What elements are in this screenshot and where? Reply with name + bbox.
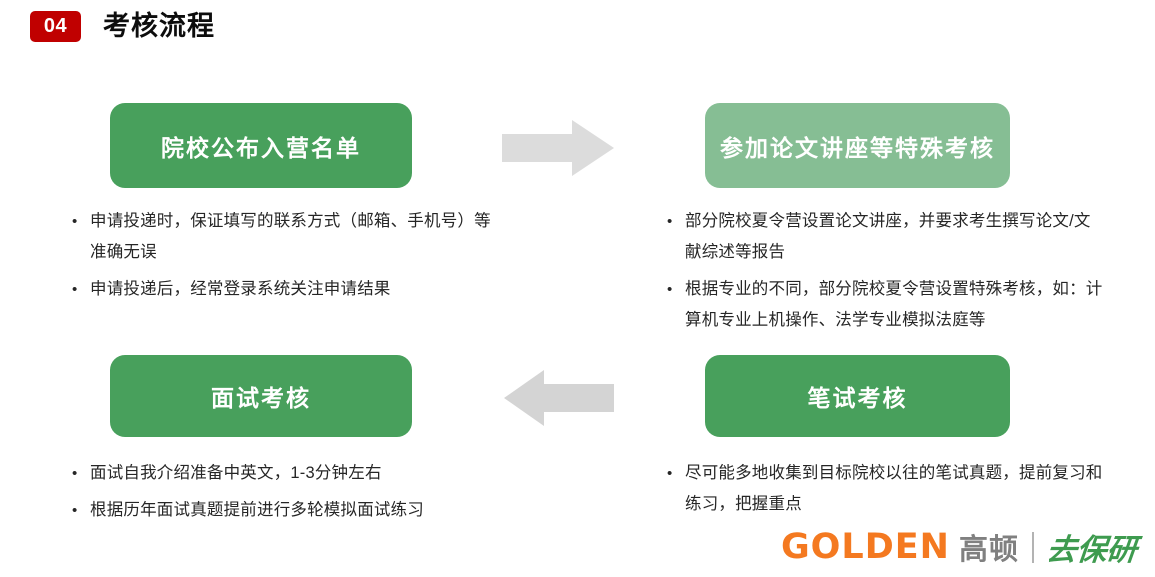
bullet-marker-icon: •: [72, 502, 78, 519]
stage-4-bullet-list: • 尽可能多地收集到目标院校以往的笔试真题，提前复习和练习，把握重点: [657, 458, 1107, 520]
bullet-text: 申请投递时，保证填写的联系方式（邮箱、手机号）等准确无误: [90, 212, 491, 261]
list-item: • 申请投递后，经常登录系统关注申请结果: [62, 274, 502, 305]
flow-stage-3: 面试考核 • 面试自我介绍准备中英文，1-3分钟左右 • 根据历年面试真题提前进…: [62, 355, 502, 532]
section-number-badge: 04: [30, 10, 81, 42]
stage-1-bullet-list: • 申请投递时，保证填写的联系方式（邮箱、手机号）等准确无误 • 申请投递后，经…: [62, 206, 502, 305]
list-item: • 面试自我介绍准备中英文，1-3分钟左右: [62, 458, 502, 489]
stage-2-label-box[interactable]: 参加论文讲座等特殊考核: [705, 103, 1010, 188]
logo-divider: [1032, 531, 1034, 563]
bullet-marker-icon: •: [667, 281, 673, 298]
logo-golden-text: GOLDEN: [780, 527, 950, 567]
arrow-left-icon: [504, 370, 614, 431]
bullet-text: 部分院校夏令营设置论文讲座，并要求考生撰写论文/文献综述等报告: [685, 212, 1091, 261]
flow-stage-4: 笔试考核 • 尽可能多地收集到目标院校以往的笔试真题，提前复习和练习，把握重点: [657, 355, 1107, 526]
stage-3-label-box[interactable]: 面试考核: [110, 355, 412, 437]
list-item: • 尽可能多地收集到目标院校以往的笔试真题，提前复习和练习，把握重点: [657, 458, 1107, 520]
page-header: 04 考核流程: [0, 0, 1155, 52]
bullet-text: 根据专业的不同，部分院校夏令营设置特殊考核，如：计算机专业上机操作、法学专业模拟…: [685, 280, 1103, 329]
stage-3-bullet-list: • 面试自我介绍准备中英文，1-3分钟左右 • 根据历年面试真题提前进行多轮模拟…: [62, 458, 502, 526]
page-title: 考核流程: [103, 10, 215, 41]
bullet-marker-icon: •: [72, 465, 78, 482]
brand-logo: GOLDEN 高顿 去保研: [780, 525, 1139, 569]
stage-1-label-box[interactable]: 院校公布入营名单: [110, 103, 412, 188]
bullet-marker-icon: •: [667, 213, 673, 230]
list-item: • 申请投递时，保证填写的联系方式（邮箱、手机号）等准确无误: [62, 206, 502, 268]
bullet-text: 面试自我介绍准备中英文，1-3分钟左右: [90, 464, 382, 482]
bullet-text: 根据历年面试真题提前进行多轮模拟面试练习: [90, 501, 424, 519]
logo-gaodun-text: 高顿: [958, 534, 1019, 566]
arrow-right-icon: [502, 120, 614, 181]
bullet-marker-icon: •: [667, 465, 673, 482]
bullet-marker-icon: •: [72, 213, 78, 230]
list-item: • 根据专业的不同，部分院校夏令营设置特殊考核，如：计算机专业上机操作、法学专业…: [657, 274, 1107, 336]
bullet-text: 申请投递后，经常登录系统关注申请结果: [90, 280, 391, 298]
stage-2-bullet-list: • 部分院校夏令营设置论文讲座，并要求考生撰写论文/文献综述等报告 • 根据专业…: [657, 206, 1107, 336]
stage-4-label-box[interactable]: 笔试考核: [705, 355, 1010, 437]
flow-stage-1: 院校公布入营名单 • 申请投递时，保证填写的联系方式（邮箱、手机号）等准确无误 …: [62, 103, 502, 311]
list-item: • 部分院校夏令营设置论文讲座，并要求考生撰写论文/文献综述等报告: [657, 206, 1107, 268]
flow-stage-2: 参加论文讲座等特殊考核 • 部分院校夏令营设置论文讲座，并要求考生撰写论文/文献…: [657, 103, 1107, 342]
list-item: • 根据历年面试真题提前进行多轮模拟面试练习: [62, 495, 502, 526]
bullet-text: 尽可能多地收集到目标院校以往的笔试真题，提前复习和练习，把握重点: [685, 464, 1103, 513]
logo-subbrand-text: 去保研: [1044, 534, 1139, 567]
bullet-marker-icon: •: [72, 281, 78, 298]
